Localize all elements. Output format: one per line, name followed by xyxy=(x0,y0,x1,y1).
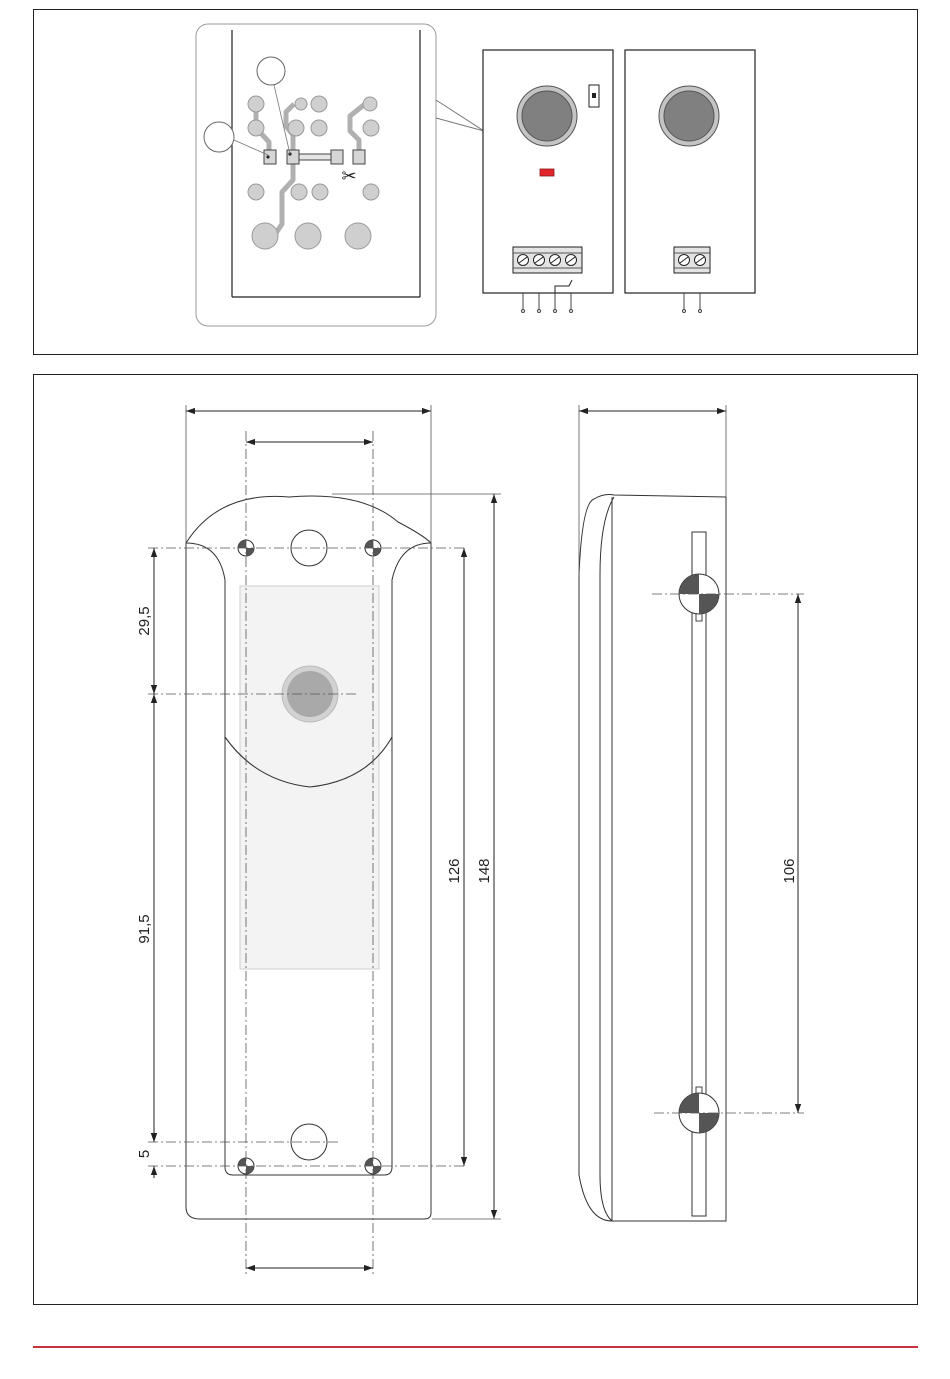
pcb-callout: ✂ xyxy=(196,24,484,326)
led-indicator xyxy=(540,169,554,176)
detector-basic xyxy=(625,50,755,313)
dim-offset-bottom-span: 91,5 xyxy=(136,914,153,943)
terminal-block-4 xyxy=(513,247,582,273)
wiring-figure: ✂ xyxy=(34,10,919,356)
scissors-icon: ✂ xyxy=(341,166,356,186)
dim-total-height: 148 xyxy=(476,858,493,883)
terminal-block-2 xyxy=(674,247,710,273)
dimension-drawing-panel: 29,5 91,5 5 126 148 xyxy=(33,374,918,1305)
terminal-leads-4 xyxy=(522,293,573,313)
dimension-drawing: 29,5 91,5 5 126 148 xyxy=(34,375,919,1306)
front-view: 29,5 91,5 5 126 148 xyxy=(136,405,501,1275)
lens-window xyxy=(240,586,379,969)
side-view: 106 xyxy=(579,405,804,1221)
wiring-figure-panel: ✂ xyxy=(33,9,918,355)
footer-rule xyxy=(33,1346,918,1348)
dim-offset-top: 29,5 xyxy=(136,606,153,635)
detector-with-relay xyxy=(483,50,613,313)
dim-hole-spacing-side: 106 xyxy=(781,858,798,883)
dim-hole-spacing-front: 126 xyxy=(446,858,463,883)
terminal-leads-2 xyxy=(683,293,702,313)
dim-offset-bottom: 5 xyxy=(136,1150,153,1158)
